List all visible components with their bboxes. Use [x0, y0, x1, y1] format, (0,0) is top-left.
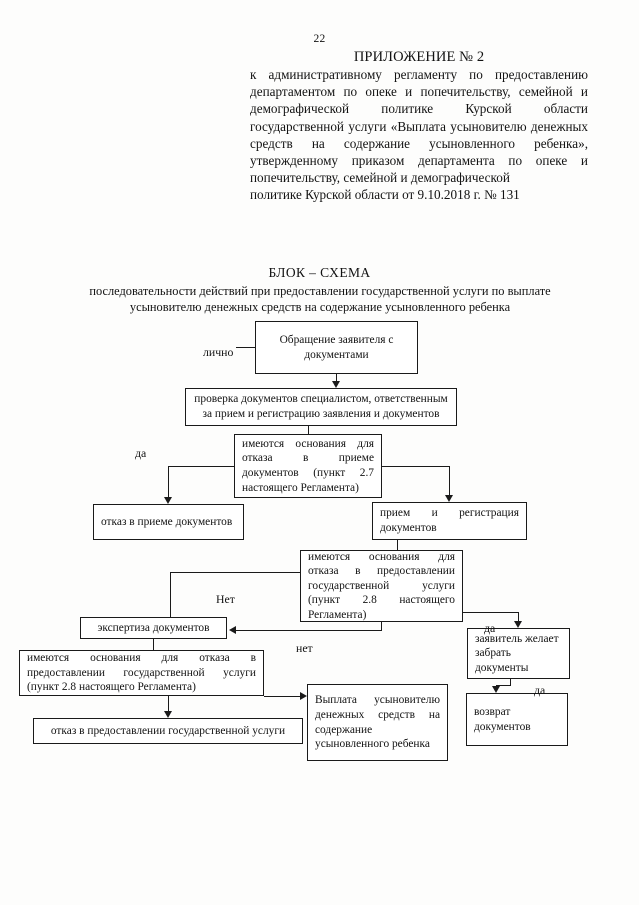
connector-n1-to-n2 [336, 374, 338, 382]
flow-node-refusal-to-accept-documents[interactable]: отказ в приеме документов [93, 504, 244, 540]
edge-label-no-service-refusal: нет [296, 641, 313, 655]
connector-n3-to-n4-vertical [168, 466, 170, 497]
flow-node-label: экспертиза документов [97, 621, 210, 634]
arrow-n1-to-n2 [331, 381, 340, 388]
connector-n6-to-n7-vertical [170, 572, 172, 617]
connector-n11-to-n12-jog [496, 685, 511, 687]
flow-node-label: Выплата усыновителю денежных средств на … [315, 694, 440, 751]
arrow-n3-to-n4 [163, 497, 172, 504]
flow-node-label: имеются основания для отказа в приеме до… [242, 437, 374, 494]
flow-node-label: отказ в приеме документов [101, 515, 233, 528]
appendix-title: ПРИЛОЖЕНИЕ № 2 [353, 49, 485, 65]
appendix-paragraph-2: политике Курской области от 9.10.2018 г.… [250, 187, 520, 203]
edge-label-no-expertise: Нет [216, 592, 235, 606]
arrow-n6-to-n7 [229, 626, 236, 634]
edge-label-yes-return-branch: да [484, 621, 496, 635]
flow-node-return-of-documents[interactable]: возврат документов [466, 693, 568, 746]
connector-n5-to-n6 [397, 540, 399, 550]
flow-node-applicant-wants-documents-back[interactable]: заявитель желает забрать документы [467, 628, 570, 679]
connector-n11-to-n12-drop [496, 685, 498, 686]
flowchart-subtitle: последовательности действий при предоста… [89, 284, 551, 314]
connector-n3-to-n5-vertical [449, 466, 451, 495]
flow-node-refusal-grounds-service-2-8-lower[interactable]: имеются основания для отказа в предостав… [19, 650, 264, 696]
edge-label-yes-acceptance-refusal: да [135, 446, 147, 460]
connector-n8-to-n10 [264, 696, 300, 698]
connector-n2-to-n3 [308, 426, 310, 434]
appendix-body: к административному регламенту по предос… [250, 66, 588, 204]
flow-node-label: Обращение заявителя с документами [279, 333, 394, 361]
flow-node-label: возврат документов [474, 705, 531, 733]
arrow-n8-to-n9 [163, 711, 172, 718]
page-number: 22 [313, 33, 326, 45]
flow-node-refusal-grounds-acceptance-2-7[interactable]: имеются основания для отказа в приеме до… [234, 434, 382, 498]
connector-n3-right-branch [382, 466, 450, 468]
flow-node-payment-to-adopter[interactable]: Выплата усыновителю денежных средств на … [307, 684, 448, 761]
flow-node-label: отказ в предоставлении государственной у… [50, 724, 286, 737]
flowchart-title: БЛОК – СХЕМА [268, 265, 371, 280]
connector-n6-to-n11-vertical [518, 612, 520, 621]
flow-node-application-submission[interactable]: Обращение заявителя с документами [255, 321, 418, 374]
connector-n6-right-branch [463, 612, 519, 614]
connector-n6-to-n7-horizontal [236, 630, 382, 632]
flow-node-document-check-by-specialist[interactable]: проверка документов специалистом, ответс… [185, 388, 457, 426]
connector-n6-bottom-stub [381, 622, 383, 631]
flow-node-document-expertise[interactable]: экспертиза документов [80, 617, 227, 639]
arrow-n6-to-n11 [513, 621, 522, 628]
connector-n8-to-n9 [168, 696, 170, 711]
flow-node-label: имеются основания для отказа в предостав… [27, 652, 256, 694]
flow-node-refusal-grounds-service-2-8-upper[interactable]: имеются основания для отказа в предостав… [300, 550, 463, 622]
flow-node-acceptance-and-registration[interactable]: прием и регистрация документов [372, 502, 527, 540]
flow-node-refusal-to-provide-service[interactable]: отказ в предоставлении государственной у… [33, 718, 303, 744]
connector-lichno-to-n1 [236, 347, 255, 349]
connector-n7-to-n8 [153, 639, 155, 650]
connector-n3-left-branch [168, 466, 234, 468]
connector-n11-to-n12 [510, 679, 512, 686]
flow-node-label: заявитель желает забрать документы [475, 632, 559, 674]
flow-node-label: прием и регистрация документов [380, 507, 519, 534]
connector-n6-left-branch [170, 572, 300, 574]
flow-node-label: проверка документов специалистом, ответс… [194, 393, 448, 420]
arrow-n11-to-n12 [491, 686, 500, 693]
edge-label-in-person: лично [203, 345, 234, 359]
flow-node-label: имеются основания для отказа в предостав… [308, 550, 455, 621]
appendix-paragraph-1: к административному регламенту по предос… [250, 67, 588, 186]
arrow-n3-to-n5 [444, 495, 453, 502]
edge-label-yes-return-documents: да [534, 683, 546, 697]
arrow-n8-to-n10 [300, 692, 307, 700]
